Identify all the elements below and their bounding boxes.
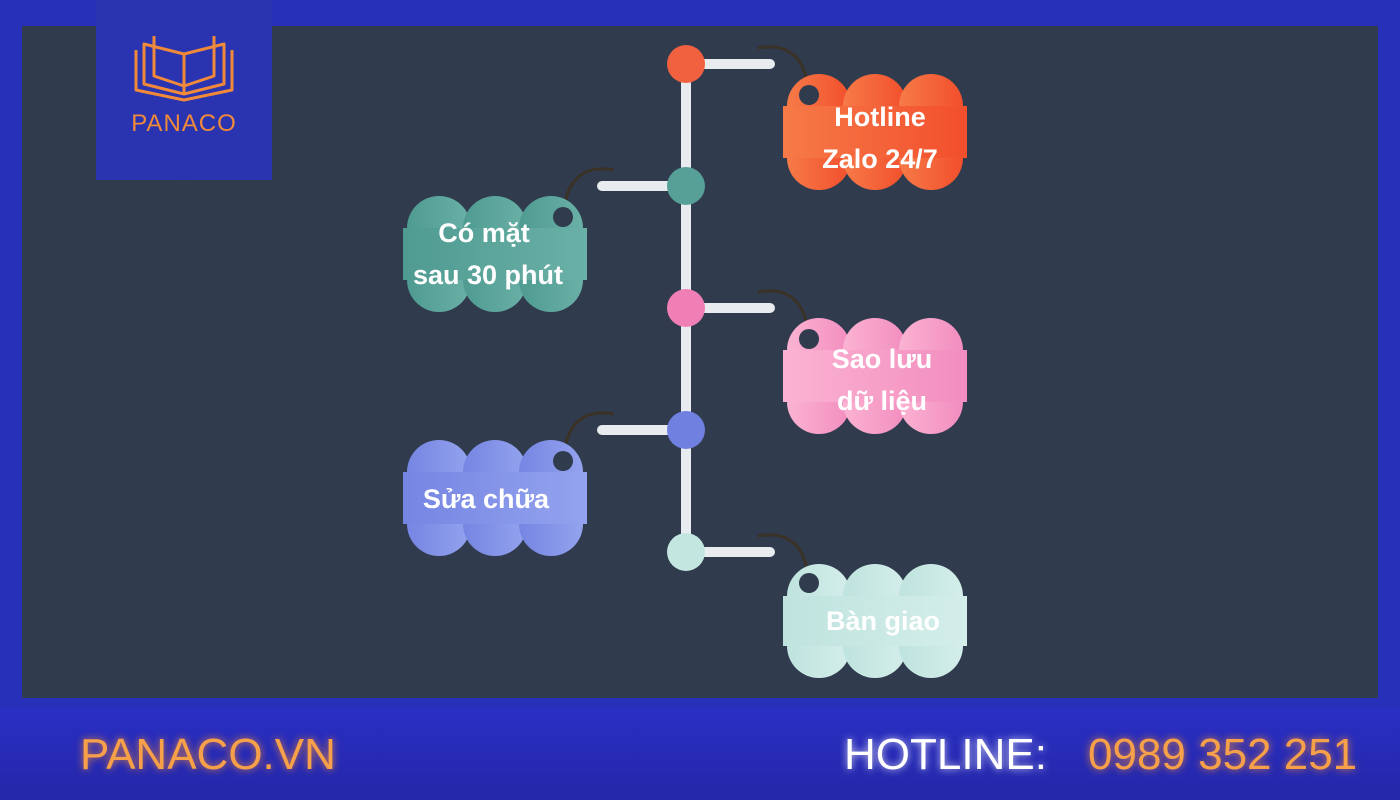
step-label-1a: Hotline <box>834 102 926 132</box>
step-node-2 <box>667 167 705 205</box>
step-node-4 <box>667 411 705 449</box>
step-on-site: Có mặt sau 30 phút <box>403 167 705 312</box>
step-node-1 <box>667 45 705 83</box>
step-backup: Sao lưu dữ liệu <box>667 289 967 434</box>
logo-badge: PANACO <box>96 0 272 180</box>
footer-bar: PANACO.VN HOTLINE: 0989 352 251 <box>0 708 1400 800</box>
step-label-5: Bàn giao <box>826 606 940 636</box>
timeline-diagram: Hotline Zalo 24/7 Có mặt sau 30 phút Sao… <box>403 45 967 678</box>
site-link[interactable]: PANACO.VN <box>80 730 336 779</box>
step-repair: Sửa chữa <box>403 411 705 556</box>
step-hotline: Hotline Zalo 24/7 <box>667 45 967 190</box>
logo-text: PANACO <box>131 110 237 137</box>
step-handover: Bàn giao <box>667 533 967 678</box>
step-node-3 <box>667 289 705 327</box>
step-tag-5: Bàn giao <box>783 564 967 678</box>
hotline-number[interactable]: 0989 352 251 <box>1088 730 1358 779</box>
step-tag-4: Sửa chữa <box>403 440 587 556</box>
step-label-3a: Sao lưu <box>832 344 933 374</box>
step-tag-1: Hotline Zalo 24/7 <box>783 74 967 190</box>
hotline-label: HOTLINE: <box>844 730 1047 779</box>
book-logo-icon <box>96 0 272 180</box>
step-node-5 <box>667 533 705 571</box>
step-label-3b: dữ liệu <box>837 386 927 416</box>
step-label-1b: Zalo 24/7 <box>822 144 938 174</box>
step-label-2b: sau 30 phút <box>413 260 563 290</box>
step-tag-2: Có mặt sau 30 phút <box>403 196 587 312</box>
step-label-4: Sửa chữa <box>423 484 550 514</box>
step-label-2a: Có mặt <box>438 218 530 248</box>
step-tag-3: Sao lưu dữ liệu <box>783 318 967 434</box>
